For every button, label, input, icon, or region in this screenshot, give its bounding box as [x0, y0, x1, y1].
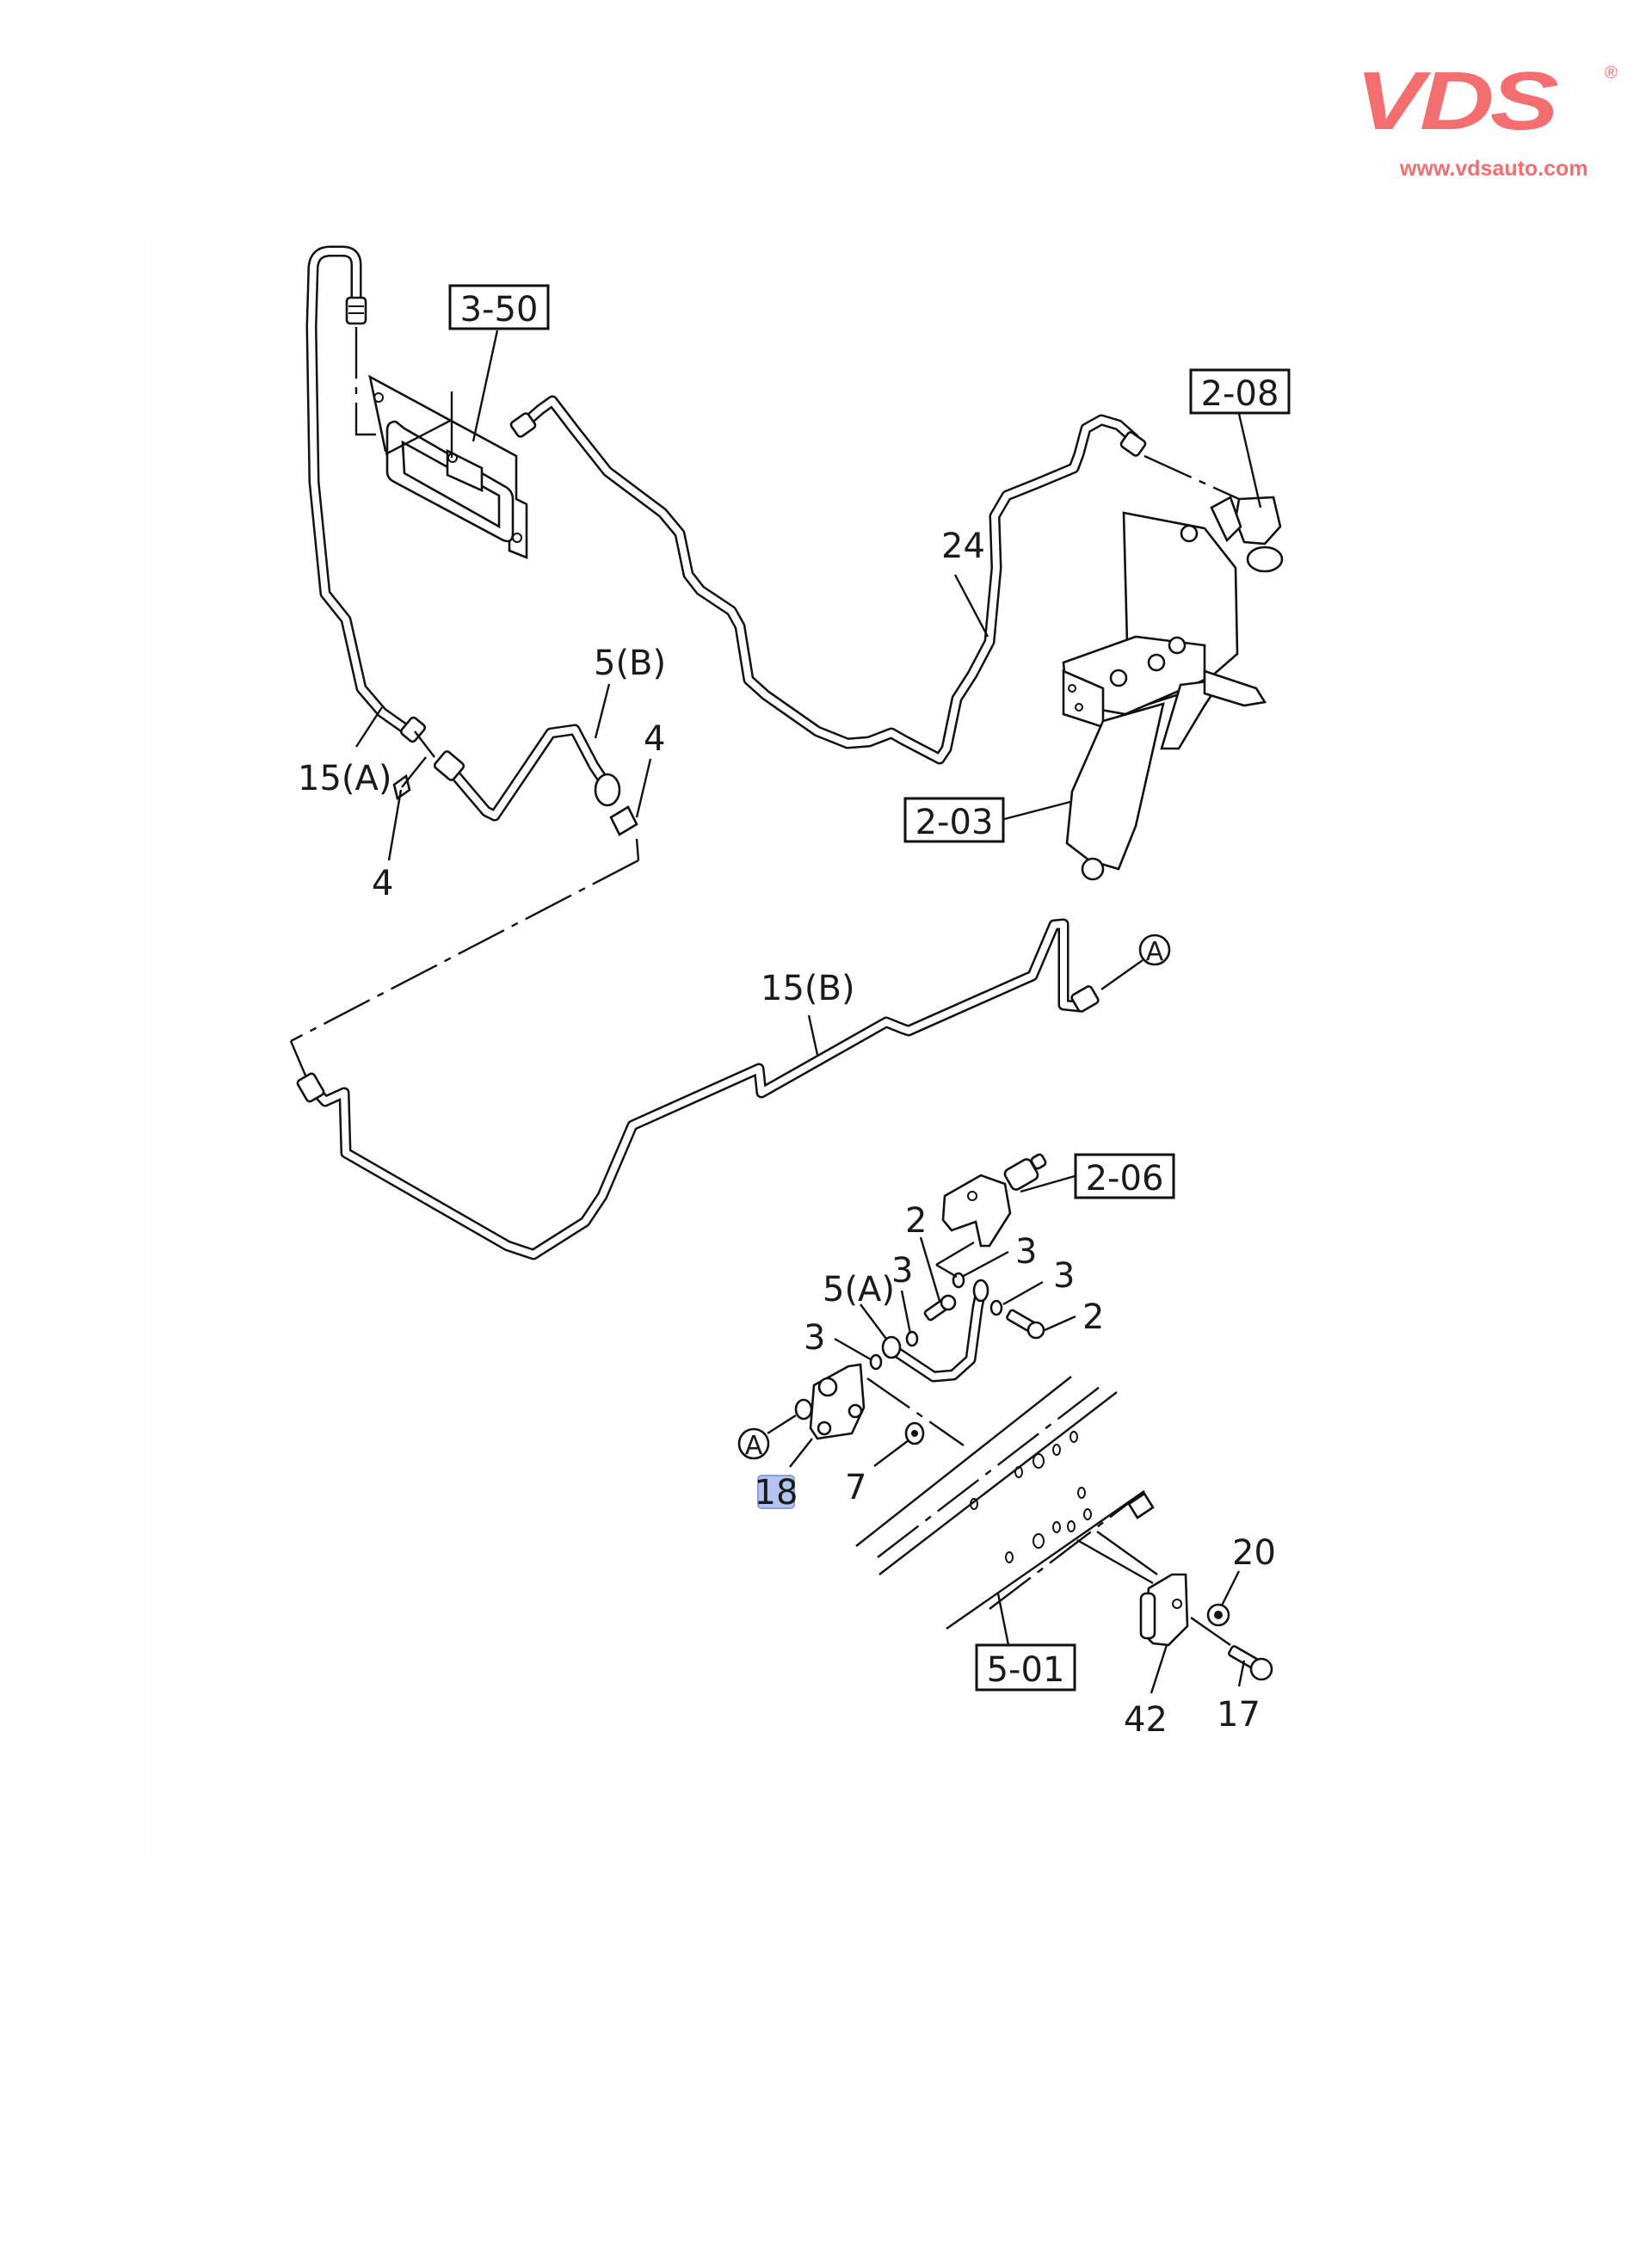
- ref-box-5-01: 5-01: [975, 1593, 1076, 1692]
- leader-3-mid: [961, 1250, 1009, 1279]
- ref-label-2-08: 2-08: [1201, 374, 1279, 414]
- leader-42: [1150, 1644, 1168, 1694]
- leader-15a: [354, 706, 384, 748]
- leader-7: [873, 1439, 909, 1467]
- callout-15a: 15(A): [298, 759, 391, 798]
- registered-mark: ®: [1605, 64, 1618, 83]
- bracket-3-50: [368, 374, 528, 559]
- leader-4-left-b: [401, 756, 427, 788]
- ref-label-5-01: 5-01: [987, 1650, 1065, 1690]
- leader-4-right: [635, 758, 652, 818]
- callout-20: 20: [1232, 1533, 1276, 1573]
- fitting-15b-right: [1070, 985, 1100, 1013]
- callout-5a: 5(A): [823, 1270, 895, 1310]
- bolt-2-right: [1006, 1309, 1045, 1340]
- leader-3-right: [1002, 1280, 1044, 1306]
- callout-17: 17: [1217, 1695, 1261, 1735]
- washers-3: [869, 1272, 1003, 1371]
- leader-42-to-17: [1190, 1617, 1231, 1646]
- fitting-15b-left: [296, 1072, 325, 1103]
- bracket-42-line-b: [1096, 1531, 1158, 1575]
- bolt-17: [1228, 1645, 1273, 1681]
- leader-15a-to-5b: [414, 730, 435, 758]
- leader-15b: [807, 1014, 819, 1056]
- callout-24: 24: [941, 527, 985, 566]
- ref-box-2-06: 2-06: [1020, 1153, 1175, 1199]
- fitting-24-right: [1119, 431, 1147, 457]
- leader-24: [953, 574, 989, 638]
- ref-box-2-03: 2-03: [903, 797, 1071, 843]
- vds-brand-text: VDS: [1355, 55, 1559, 147]
- vds-watermark-logo: VDS ® www.vdsauto.com: [1355, 60, 1630, 189]
- leader-5a: [860, 1303, 887, 1340]
- bracket-42-line-a: [1076, 1538, 1154, 1585]
- callout-18[interactable]: 18: [755, 1473, 798, 1513]
- leader-3-left: [834, 1337, 872, 1361]
- ref-box-3-50: 3-50: [448, 284, 550, 442]
- leader-5b: [594, 683, 611, 739]
- callout-42: 42: [1124, 1700, 1168, 1740]
- callout-7: 7: [845, 1468, 866, 1507]
- callout-5b: 5(B): [594, 644, 666, 683]
- leader-24-to-2-08: [1143, 454, 1240, 501]
- clip-4-right: [609, 805, 638, 836]
- fitting-24-left: [509, 412, 537, 438]
- connector-a-top: A: [1100, 934, 1171, 990]
- vds-url: www.vdsauto.com: [1400, 157, 1588, 181]
- bolt-2-left: [923, 1294, 957, 1322]
- leader-clip-to-15b-a: [635, 838, 640, 861]
- fitting-5b-right: [594, 773, 621, 807]
- pipe-15b: [305, 918, 1086, 1260]
- pipe-24: [521, 395, 1140, 765]
- leader-18-to-frame: [866, 1377, 965, 1446]
- ref-box-2-08: 2-08: [1189, 368, 1291, 508]
- callout-18-highlighted[interactable]: 18: [755, 1473, 798, 1513]
- pedal-assembly: [1062, 496, 1284, 881]
- ref-label-3-50: 3-50: [460, 290, 539, 330]
- callout-4-right: 4: [644, 719, 665, 759]
- diagram-sheet: [145, 241, 1359, 1858]
- fitting-5b-left: [433, 750, 465, 781]
- leader-clip-to-15b-b: [290, 859, 639, 1043]
- hose-5b: [441, 724, 617, 822]
- ref-label-2-06: 2-06: [1086, 1159, 1164, 1199]
- leader-2-upper: [919, 1236, 941, 1302]
- connector-a-bottom: A: [737, 1414, 797, 1461]
- leader-4-left: [387, 789, 403, 861]
- fitting-15a-top: [345, 296, 367, 325]
- bracket-42: [1139, 1573, 1189, 1647]
- fitting-15a-bottom: [399, 716, 427, 743]
- leader-2-right: [1044, 1315, 1076, 1332]
- frame-rail-5-01: [855, 1376, 1155, 1630]
- leader-clip-to-15b-c: [289, 1040, 307, 1076]
- callout-15b: 15(B): [761, 969, 855, 1008]
- leader-3-upper: [900, 1290, 912, 1334]
- connector-a-top-label: A: [1146, 937, 1164, 967]
- callout-2-right: 2: [1082, 1297, 1104, 1337]
- ref-label-2-03: 2-03: [915, 803, 994, 842]
- nut-7: [904, 1421, 925, 1445]
- pipe-15a: [305, 245, 417, 739]
- leader-18: [789, 1438, 813, 1468]
- callout-3-mid: 3: [1015, 1232, 1037, 1272]
- nut-20: [1206, 1603, 1230, 1627]
- connector-a-bottom-label: A: [745, 1431, 763, 1461]
- leader-17: [1237, 1660, 1246, 1687]
- callout-3-left: 3: [804, 1318, 825, 1358]
- clutch-master-2-06: [941, 1153, 1047, 1248]
- hose-5a: [881, 1279, 989, 1383]
- leader-20: [1220, 1570, 1241, 1606]
- callout-3-upper: 3: [891, 1251, 913, 1291]
- callout-4-left: 4: [372, 864, 393, 903]
- leader-2-06-to-washer-b: [935, 1263, 958, 1279]
- bracket-18: [794, 1363, 866, 1440]
- leader-2-06-to-washer: [935, 1241, 975, 1267]
- callout-2-upper: 2: [905, 1201, 927, 1241]
- callout-3-right: 3: [1053, 1256, 1075, 1296]
